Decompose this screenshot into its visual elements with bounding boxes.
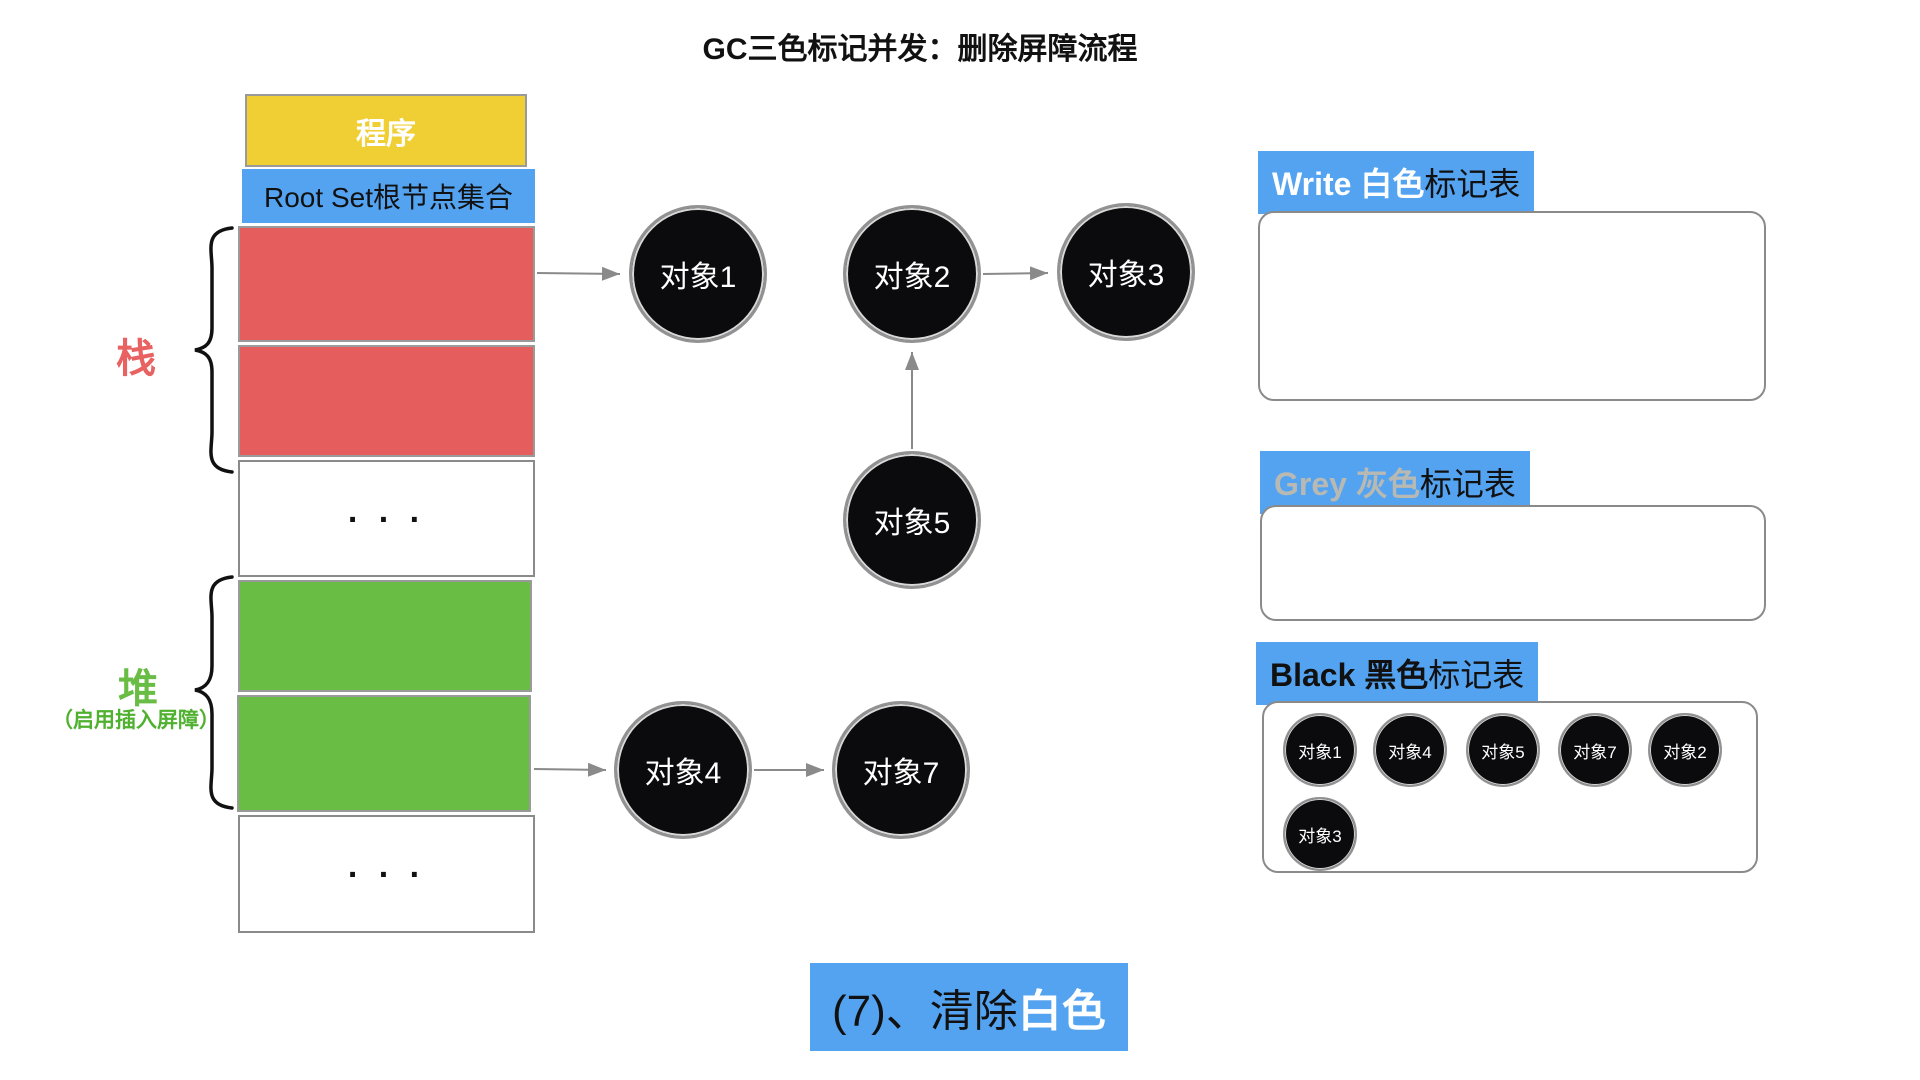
root-set-label: Root Set根节点集合 xyxy=(264,182,513,213)
object-node-3: 对象3 xyxy=(1057,203,1195,341)
black-table-title-rest: 标记表 xyxy=(1428,657,1525,693)
black-table-item: 对象5 xyxy=(1466,713,1540,787)
heap-note-label: （启用插入屏障） xyxy=(52,709,220,732)
stack-slot-2 xyxy=(238,345,535,457)
object-node-label: 对象1 xyxy=(659,261,737,294)
grey-table-title: Grey 灰色标记表 xyxy=(1260,451,1530,514)
grey-table-title-highlight: Grey 灰色 xyxy=(1274,466,1420,502)
memory-ellipsis-box-1: . . . xyxy=(238,460,535,577)
black-table-title-highlight: Black 黑色 xyxy=(1270,657,1429,693)
black-item-label: 对象5 xyxy=(1481,742,1525,762)
program-box: 程序 xyxy=(245,94,527,167)
root-set-box: Root Set根节点集合 xyxy=(242,169,535,223)
heap-label: 堆 xyxy=(118,667,158,711)
black-table-item: 对象4 xyxy=(1373,713,1447,787)
object-node-5: 对象5 xyxy=(843,451,981,589)
page-title: GC三色标记并发：删除屏障流程 xyxy=(702,33,1138,66)
object-node-label: 对象4 xyxy=(644,757,722,790)
stack-slot-1 xyxy=(238,226,535,342)
black-item-label: 对象2 xyxy=(1663,742,1707,762)
black-mark-table: 对象1 对象4 对象5 对象7 对象2 对象3 xyxy=(1262,701,1758,873)
black-table-item: 对象7 xyxy=(1558,713,1632,787)
grey-mark-table xyxy=(1260,505,1766,621)
object-node-label: 对象3 xyxy=(1087,259,1165,292)
object-node-label: 对象5 xyxy=(873,507,951,540)
program-label: 程序 xyxy=(356,117,416,151)
black-table-title: Black 黑色标记表 xyxy=(1256,642,1539,705)
heap-slot-2 xyxy=(237,695,531,812)
white-table-title-rest: 标记表 xyxy=(1424,166,1521,202)
black-item-label: 对象3 xyxy=(1298,826,1342,846)
white-table-title: Write 白色标记表 xyxy=(1258,151,1535,214)
object-node-2: 对象2 xyxy=(843,205,981,343)
black-table-item: 对象3 xyxy=(1283,797,1357,871)
arrow-heap-to-node4 xyxy=(533,762,607,777)
step-caption-text: (7)、清除 xyxy=(832,987,1018,1036)
step-caption: (7)、清除白色 xyxy=(810,963,1128,1051)
object-node-label: 对象7 xyxy=(862,757,940,790)
object-node-4: 对象4 xyxy=(614,701,752,839)
black-table-item: 对象2 xyxy=(1648,713,1722,787)
black-item-label: 对象1 xyxy=(1298,742,1342,762)
black-item-label: 对象4 xyxy=(1388,742,1432,762)
object-node-7: 对象7 xyxy=(832,701,970,839)
memory-ellipsis-box-2: . . . xyxy=(238,815,535,933)
heap-slot-1 xyxy=(238,580,532,692)
arrow-rootset-to-node1 xyxy=(536,266,621,281)
heap-brace xyxy=(194,575,234,810)
black-table-item: 对象1 xyxy=(1283,713,1357,787)
white-mark-table xyxy=(1258,211,1766,401)
stack-brace xyxy=(194,226,234,474)
stack-label: 栈 xyxy=(116,337,156,381)
object-node-1: 对象1 xyxy=(629,205,767,343)
black-item-label: 对象7 xyxy=(1573,742,1617,762)
arrow-node2-to-node3 xyxy=(982,266,1049,281)
step-caption-highlight: 白色 xyxy=(1017,987,1106,1036)
object-node-label: 对象2 xyxy=(873,261,951,294)
white-table-title-highlight: Write 白色 xyxy=(1272,166,1425,202)
grey-table-title-rest: 标记表 xyxy=(1419,466,1516,502)
